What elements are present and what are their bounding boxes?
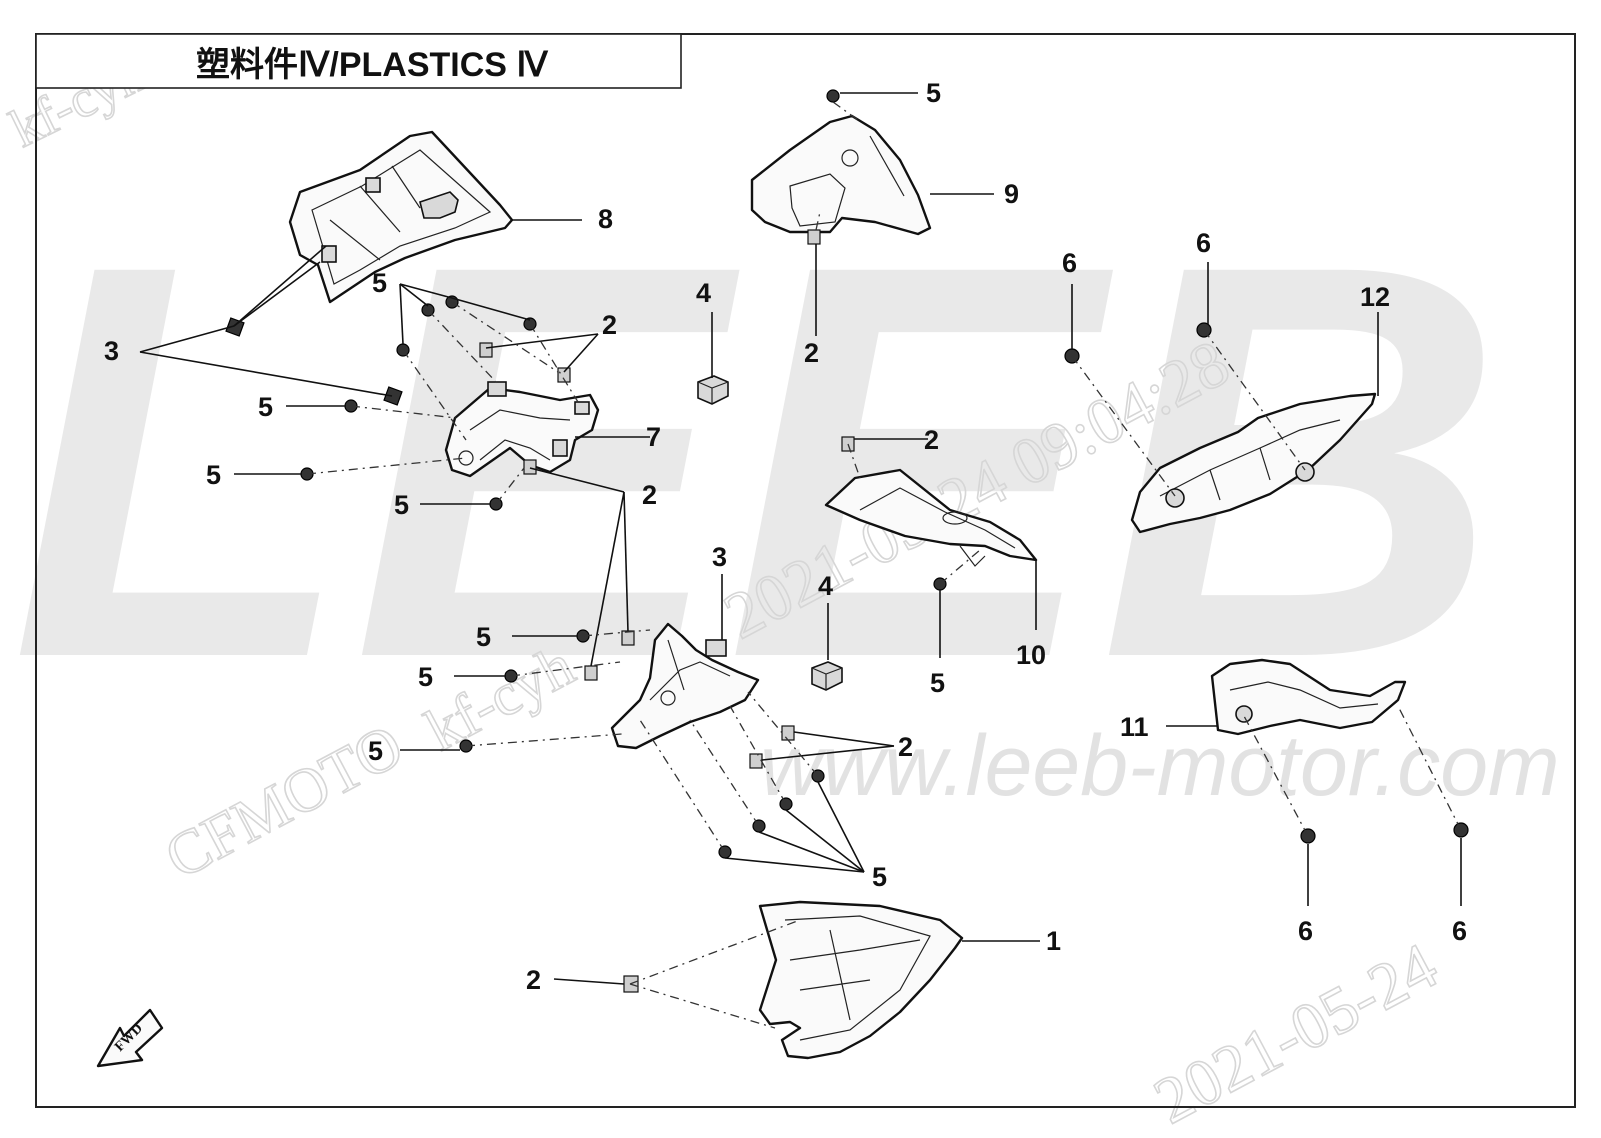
callout-5-lower-b: 5: [418, 662, 433, 692]
part-12-cover: [1130, 392, 1377, 534]
leader-lines: [139, 92, 1462, 985]
callout-6-left: 6: [1062, 248, 1077, 278]
callout-2-bottom: 2: [526, 965, 541, 995]
callout-11: 11: [1120, 712, 1149, 742]
callout-5-lower-c: 5: [368, 736, 383, 766]
part-1-cover: [758, 900, 964, 1060]
callout-5-top: 5: [926, 78, 941, 108]
part-11-cover: [1210, 658, 1407, 736]
callout-5-left: 5: [258, 392, 273, 422]
callout-2-bracket-lower: 2: [642, 480, 657, 510]
callout-4-lower: 4: [818, 571, 833, 601]
callout-5-under-bracket: 5: [394, 490, 409, 520]
callout-5-bottom-group: 5: [872, 862, 887, 892]
part-4-block-lower: [811, 661, 843, 691]
callout-12: 12: [1360, 282, 1390, 312]
assembly-lines: [306, 101, 1462, 1029]
part-7-bracket: [444, 381, 600, 478]
callout-labels: 8 5 9 4 2 6 6 12 5 2 3 5 7 2 5 2 5 3 4 1…: [104, 78, 1467, 995]
callout-7: 7: [646, 422, 661, 452]
callout-2-lower-right: 2: [898, 732, 913, 762]
callout-6-mid: 6: [1196, 228, 1211, 258]
callout-5-part10: 5: [930, 668, 945, 698]
callout-2-part9: 2: [804, 338, 819, 368]
callout-8: 8: [598, 204, 613, 234]
watermark-url: www.leeb-motor.com: [760, 718, 1560, 814]
callout-5-lower-a: 5: [476, 622, 491, 652]
callout-6-lower-right: 6: [1452, 916, 1467, 946]
callout-9: 9: [1004, 179, 1019, 209]
drawing-frame: [35, 33, 1576, 1108]
callout-3-top: 3: [104, 336, 119, 366]
callout-5-left-lower: 5: [206, 460, 221, 490]
callout-4-upper: 4: [696, 278, 711, 308]
callout-5-cluster: 5: [372, 268, 387, 298]
diagram-title: 塑料件Ⅳ/PLASTICS Ⅳ: [196, 46, 548, 84]
title-box: [35, 33, 682, 89]
callout-2-part10: 2: [924, 425, 939, 455]
callout-3-lower: 3: [712, 542, 727, 572]
part-3-lower-bracket: [610, 622, 760, 750]
callout-1: 1: [1046, 926, 1061, 956]
callout-10: 10: [1016, 640, 1046, 670]
fwd-arrow-icon: FWD: [96, 1008, 164, 1068]
callout-2-bracket-upper: 2: [602, 310, 617, 340]
part-4-block-upper: [697, 375, 729, 405]
part-9-cover: [750, 114, 932, 236]
callout-6-lower-left: 6: [1298, 916, 1313, 946]
